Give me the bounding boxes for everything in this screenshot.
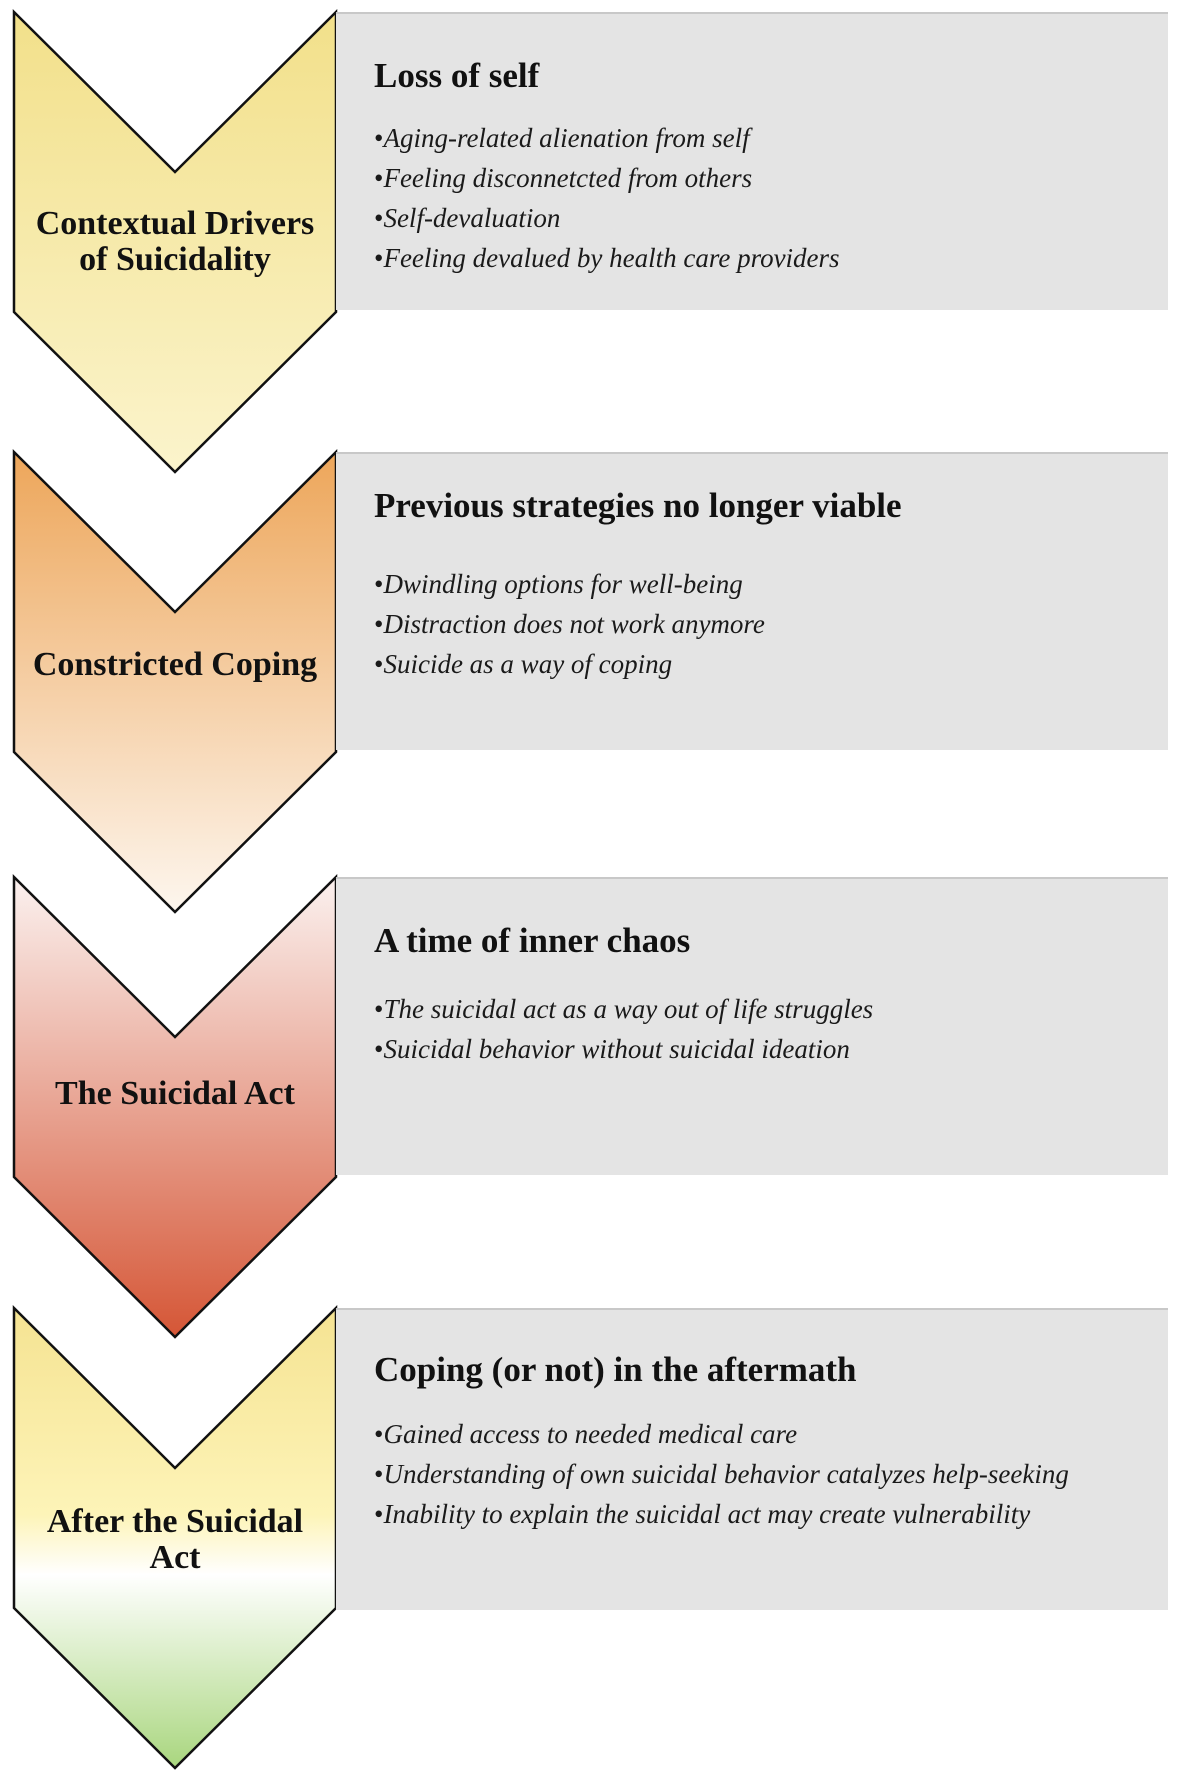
bullet-item: •Suicidal behavior without suicidal idea… [374, 1034, 850, 1064]
panel-title: Previous strategies no longer viable [374, 486, 902, 525]
panel-title: A time of inner chaos [374, 921, 691, 960]
bullet-item: •The suicidal act as a way out of life s… [374, 994, 874, 1024]
stage-label-constricted-coping: Constricted Coping [10, 647, 340, 683]
bullet-item: •Self-devaluation [374, 203, 561, 233]
chevron-the-suicidal-act [12, 873, 338, 1339]
bullet-item: •Gained access to needed medical care [374, 1419, 798, 1449]
bullet-item: •Aging-related alienation from self [374, 123, 750, 153]
bullet-item: •Feeling disconnetcted from others [374, 163, 753, 193]
stage-label-line: Act [149, 1539, 201, 1576]
bullet-list: •The suicidal act as a way out of life s… [374, 989, 1168, 1069]
chevron-constricted-coping [12, 448, 338, 914]
stage-label-line: After the Suicidal [46, 1503, 304, 1540]
stage-label-line: The Suicidal Act [55, 1075, 295, 1112]
bullet-item: •Understanding of own suicidal behavior … [374, 1459, 1069, 1489]
stage-label-line: Constricted Coping [32, 646, 318, 683]
stage-panel-previous-strategies: Previous strategies no longer viable •Dw… [336, 452, 1168, 750]
stage-panel-loss-of-self: Loss of self •Aging-related alienation f… [336, 12, 1168, 310]
bullet-list: •Gained access to needed medical care •U… [374, 1414, 1168, 1534]
stage-label-contextual-drivers: Contextual Drivers of Suicidality [10, 206, 340, 278]
bullet-item: •Distraction does not work anymore [374, 609, 765, 639]
stage-label-the-suicidal-act: The Suicidal Act [10, 1076, 340, 1112]
bullet-list: •Aging-related alienation from self •Fee… [374, 118, 1168, 278]
stage-label-after-the-suicidal-act: After the Suicidal Act [10, 1504, 340, 1576]
bullet-item: •Dwindling options for well-being [374, 569, 743, 599]
chevron-contextual-drivers [12, 8, 338, 474]
panel-title: Coping (or not) in the aftermath [374, 1350, 857, 1389]
stage-panel-aftermath: Coping (or not) in the aftermath •Gained… [336, 1308, 1168, 1610]
bullet-item: •Suicide as a way of coping [374, 649, 673, 679]
bullet-item: •Inability to explain the suicidal act m… [374, 1499, 1031, 1529]
stage-panel-inner-chaos: A time of inner chaos •The suicidal act … [336, 877, 1168, 1175]
bullet-list: •Dwindling options for well-being •Distr… [374, 564, 1168, 684]
stage-label-line: of Suicidality [79, 241, 271, 278]
bullet-item: •Feeling devalued by health care provide… [374, 243, 840, 273]
stage-label-line: Contextual Drivers [35, 205, 315, 242]
panel-title: Loss of self [374, 56, 540, 95]
